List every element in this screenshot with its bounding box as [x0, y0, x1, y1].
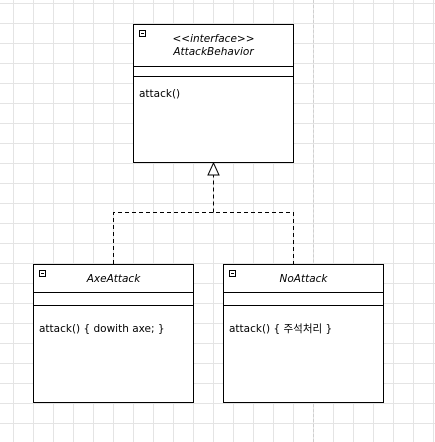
axeattack-class-box[interactable]: AxeAttack attack() { dowith axe; } — [33, 264, 194, 403]
noattack-operation-attack: attack() { 주석처리 } — [229, 323, 333, 335]
axeattack-realization-line — [113, 212, 294, 264]
axeattack-attributes-section — [34, 293, 193, 306]
noattack-class-box[interactable]: NoAttack attack() { 주석처리 } — [223, 264, 384, 403]
axeattack-operations-section: attack() { dowith axe; } — [34, 306, 193, 402]
collapse-icon[interactable] — [139, 30, 146, 37]
noattack-operations-section: attack() { 주석처리 } — [224, 306, 383, 402]
interface-header: <<interface>> AttackBehavior — [134, 25, 293, 67]
realization-arrowhead — [207, 161, 220, 176]
page-boundary-line — [313, 0, 314, 442]
noattack-name: NoAttack — [279, 273, 328, 285]
attackbehavior-interface-box[interactable]: <<interface>> AttackBehavior attack() — [133, 24, 294, 163]
interface-attributes-section — [134, 67, 293, 77]
interface-name: AttackBehavior — [173, 46, 254, 58]
collapse-icon[interactable] — [39, 270, 46, 277]
interface-operations-section: attack() — [134, 77, 293, 162]
axeattack-header: AxeAttack — [34, 265, 193, 293]
noattack-header: NoAttack — [224, 265, 383, 293]
interface-operation-attack: attack() — [139, 88, 181, 100]
interface-stereotype: <<interface>> — [172, 33, 255, 45]
collapse-icon[interactable] — [229, 270, 236, 277]
axeattack-operation-attack: attack() { dowith axe; } — [39, 323, 165, 335]
axeattack-name: AxeAttack — [86, 273, 141, 285]
noattack-attributes-section — [224, 293, 383, 306]
